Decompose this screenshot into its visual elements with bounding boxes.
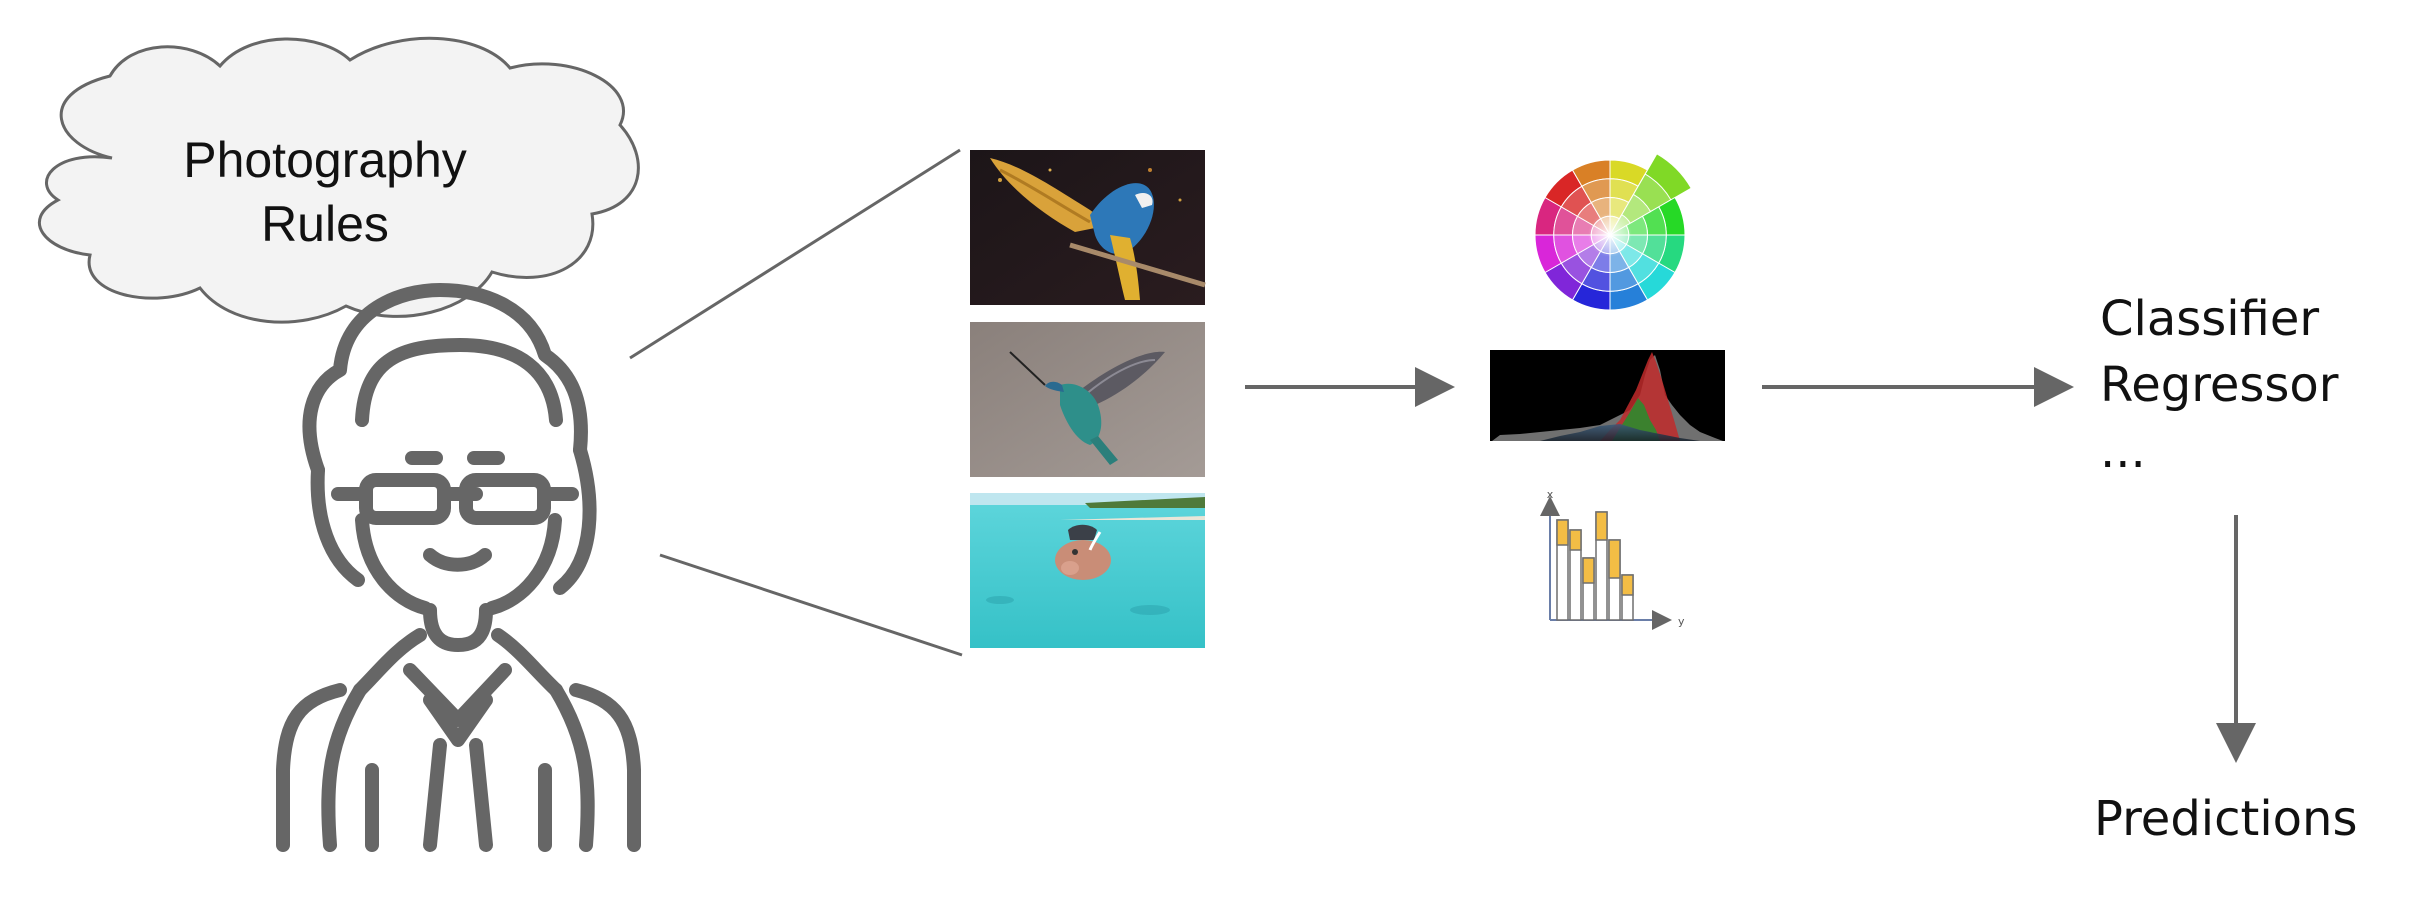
color-wheel-center xyxy=(1588,213,1632,257)
connector-line-bottom xyxy=(659,553,963,657)
mini-bar-fill xyxy=(1556,519,1569,546)
mini-bar-fill xyxy=(1608,539,1621,579)
model-regressor-label: Regressor xyxy=(2100,357,2339,413)
cloud-label-line1: Photography xyxy=(183,132,467,188)
swimming-pig-photo xyxy=(970,493,1205,648)
models-label: Classifier Regressor ... xyxy=(2100,286,2339,484)
hummingbird-photo xyxy=(970,322,1205,477)
mini-bar-fill xyxy=(1621,574,1634,596)
mini-bar-fill xyxy=(1595,511,1608,541)
feature-histogram-chart: x y xyxy=(1540,488,1685,630)
cloud-label: Photography Rules xyxy=(155,128,495,256)
chart-axis-letter-y: y xyxy=(1678,615,1685,628)
model-classifier-label: Classifier xyxy=(2100,291,2320,347)
mini-bar-fill xyxy=(1569,529,1582,551)
mini-bar-fill xyxy=(1582,557,1595,584)
thought-cloud xyxy=(37,36,640,324)
cloud-label-line2: Rules xyxy=(261,196,389,252)
chart-axis-letter-x: x xyxy=(1547,488,1554,501)
parrot-photo xyxy=(970,150,1206,305)
color-histogram-image xyxy=(1490,350,1725,441)
color-wheel-icon xyxy=(1534,153,1692,311)
connector-line-top xyxy=(629,148,961,360)
model-more-label: ... xyxy=(2100,423,2146,479)
predictions-label: Predictions xyxy=(2094,791,2358,847)
photographer-person-icon xyxy=(276,283,641,852)
